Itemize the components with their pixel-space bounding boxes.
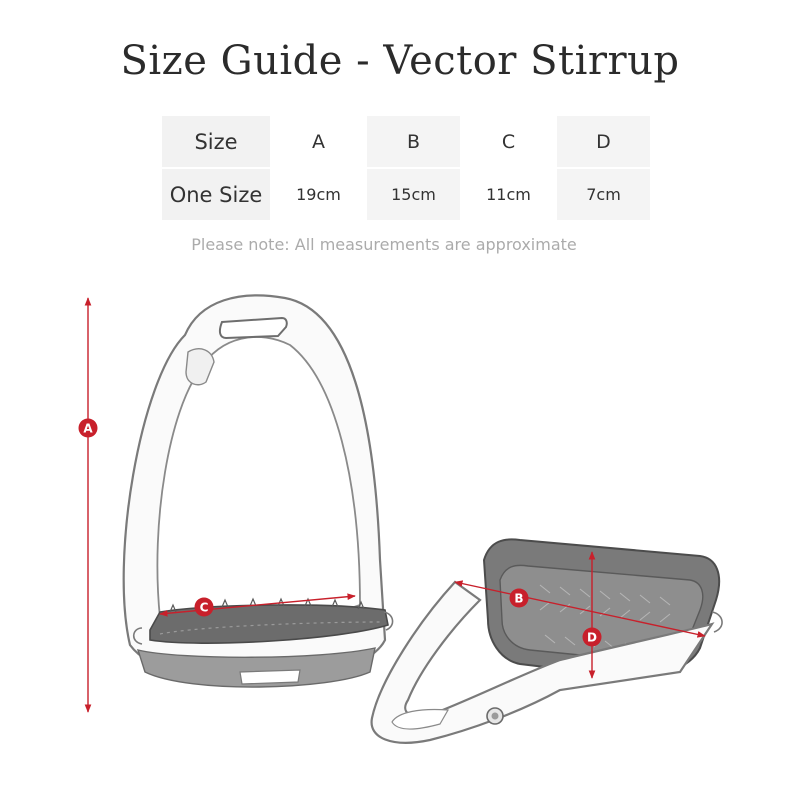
badge-b-label: B	[514, 592, 523, 606]
dimension-line-b	[454, 580, 706, 638]
table-header-cell: A	[270, 114, 367, 169]
page-title: Size Guide - Vector Stirrup	[120, 38, 680, 84]
table-cell: 7cm	[555, 167, 652, 222]
table-header-row: Size A B C D	[160, 114, 652, 169]
badge-a: A	[78, 418, 98, 438]
size-table: Size A B C D One Size 19cm 15cm 11cm 7cm	[160, 114, 652, 222]
dimension-lines	[84, 297, 706, 713]
dimension-line-c	[159, 593, 356, 617]
table-row: One Size 19cm 15cm 11cm 7cm	[160, 167, 652, 222]
measurement-note: Please note: All measurements are approx…	[191, 235, 577, 254]
front-stirrup-illustration	[122, 294, 394, 688]
badge-d: D	[582, 627, 602, 647]
side-stirrup-illustration	[370, 538, 723, 744]
table-header-cell: C	[460, 114, 557, 169]
table-header-cell: D	[555, 114, 652, 169]
badge-c: C	[194, 597, 214, 617]
table-cell: One Size	[160, 167, 272, 222]
badge-c-label: C	[200, 601, 209, 615]
table-header-cell: Size	[160, 114, 272, 169]
table-cell: 19cm	[270, 167, 367, 222]
badge-d-label: D	[587, 631, 597, 645]
table-header-cell: B	[365, 114, 462, 169]
table-cell: 15cm	[365, 167, 462, 222]
badge-b: B	[509, 588, 529, 608]
badge-a-label: A	[83, 422, 93, 436]
table-cell: 11cm	[460, 167, 557, 222]
